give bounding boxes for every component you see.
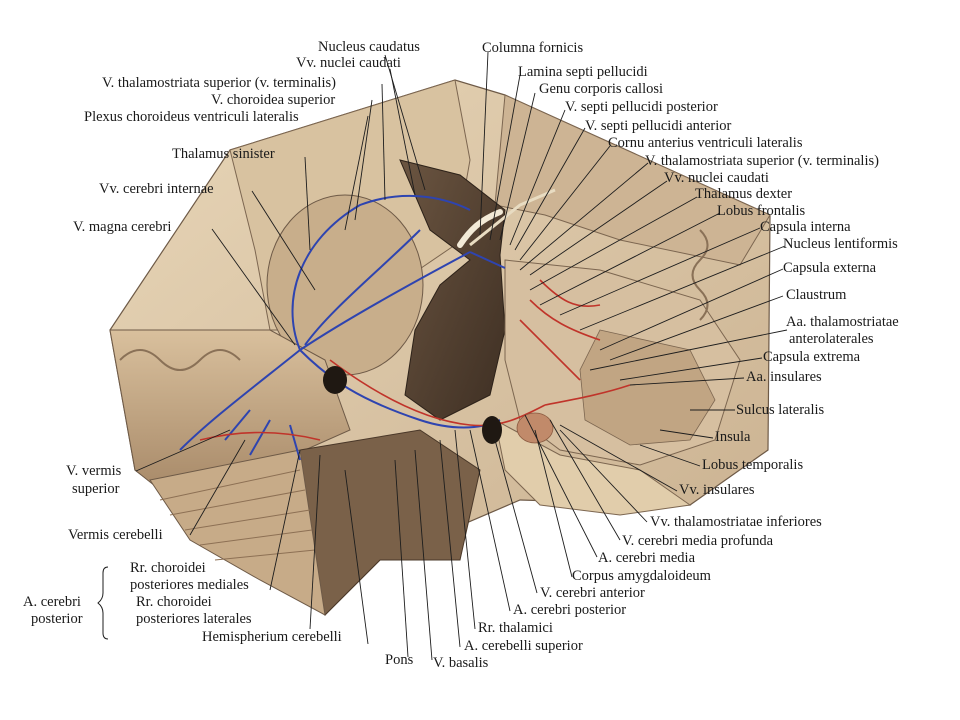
cerebellar-folia xyxy=(149,449,326,616)
label-v-vermis: V. vermis xyxy=(66,463,122,479)
label-rr-choroidei-mediales: Rr. choroidei xyxy=(130,560,206,576)
label-rr-choroidei-posteriores-mediales: posteriores mediales xyxy=(130,577,249,593)
label-vv-thalamostriatae-inferiores: Vv. thalamostriatae inferiores xyxy=(650,514,822,530)
label-a-cerebri-media: A. cerebri media xyxy=(598,550,696,566)
label-columna-fornicis: Columna fornicis xyxy=(482,40,584,56)
label-a-cerebri-posterior-group-2: posterior xyxy=(31,611,83,627)
label-v-septi-pellucidi-posterior: V. septi pellucidi posterior xyxy=(565,99,718,115)
label-v-vermis-superior: superior xyxy=(72,481,120,497)
label-vermis-cerebelli: Vermis cerebelli xyxy=(68,527,163,543)
gyri-left xyxy=(119,349,241,371)
label-aa-thalamostriatae: Aa. thalamostriatae xyxy=(786,314,899,330)
label-plexus-choroideus: Plexus choroideus ventriculi lateralis xyxy=(84,109,299,125)
label-pons: Pons xyxy=(385,652,414,668)
label-v-septi-pellucidi-anterior: V. septi pellucidi anterior xyxy=(585,118,732,134)
label-capsula-extrema: Capsula extrema xyxy=(763,349,861,365)
cerebellum-section xyxy=(109,329,351,491)
amygdala-dark xyxy=(482,416,502,444)
label-aa-thalamostriatae-anterolaterales: anterolaterales xyxy=(789,331,874,347)
label-nucleus-lentiformis: Nucleus lentiformis xyxy=(783,236,898,252)
gyri-right xyxy=(691,229,709,321)
label-rr-choroidei-posteriores-laterales: posteriores laterales xyxy=(136,611,252,627)
label-vv-nuclei-caudati-right: Vv. nuclei caudati xyxy=(664,170,769,186)
label-hemispherium-cerebelli: Hemispherium cerebelli xyxy=(202,629,342,645)
pulvinar-dark xyxy=(323,366,347,394)
label-vv-cerebri-internae: Vv. cerebri internae xyxy=(99,181,214,197)
label-rr-thalamici: Rr. thalamici xyxy=(478,620,553,636)
arteries xyxy=(199,279,631,441)
label-nucleus-caudatus: Nucleus caudatus xyxy=(318,39,420,55)
label-genu-corporis-callosi: Genu corporis callosi xyxy=(539,81,664,97)
label-sulcus-lateralis: Sulcus lateralis xyxy=(736,402,825,418)
label-a-cerebri-posterior-group: A. cerebri xyxy=(23,594,81,610)
label-insula: Insula xyxy=(715,429,751,445)
label-a-cerebri-posterior: A. cerebri posterior xyxy=(513,602,627,618)
temporal-lobe xyxy=(494,419,692,516)
label-vv-nuclei-caudati-top: Vv. nuclei caudati xyxy=(296,55,401,71)
label-cornu-anterius: Cornu anterius ventriculi lateralis xyxy=(608,135,803,151)
label-v-cerebri-media-profunda: V. cerebri media profunda xyxy=(622,533,774,549)
label-v-choroidea-superior: V. choroidea superior xyxy=(211,92,336,108)
label-v-thalamostriata-superior-left: V. thalamostriata superior (v. terminali… xyxy=(102,75,336,91)
label-capsula-interna: Capsula interna xyxy=(760,219,851,235)
label-capsula-externa: Capsula externa xyxy=(783,260,877,276)
label-aa-insulares: Aa. insulares xyxy=(746,369,822,385)
label-v-cerebri-anterior: V. cerebri anterior xyxy=(540,585,645,601)
fornix-column xyxy=(457,209,503,248)
label-lamina-septi-pellucidi: Lamina septi pellucidi xyxy=(518,64,648,80)
folia-lines xyxy=(159,469,316,561)
label-lobus-temporalis: Lobus temporalis xyxy=(702,457,804,473)
label-claustrum: Claustrum xyxy=(786,287,847,303)
label-lobus-frontalis: Lobus frontalis xyxy=(717,203,806,219)
label-rr-choroidei-laterales: Rr. choroidei xyxy=(136,594,212,610)
label-a-cerebelli-superior: A. cerebelli superior xyxy=(464,638,583,654)
label-v-basalis: V. basalis xyxy=(433,655,489,671)
corpus-amygdaloideum-shape xyxy=(516,412,554,444)
label-v-thalamostriata-superior-right: V. thalamostriata superior (v. terminali… xyxy=(645,153,879,169)
label-corpus-amygdaloideum: Corpus amygdaloideum xyxy=(572,568,711,584)
label-v-magna-cerebri: V. magna cerebri xyxy=(73,219,172,235)
label-thalamus-sinister: Thalamus sinister xyxy=(172,146,275,162)
fornix-column-lower xyxy=(469,188,556,247)
label-vv-insulares: Vv. insulares xyxy=(679,482,755,498)
label-thalamus-dexter: Thalamus dexter xyxy=(695,186,793,202)
